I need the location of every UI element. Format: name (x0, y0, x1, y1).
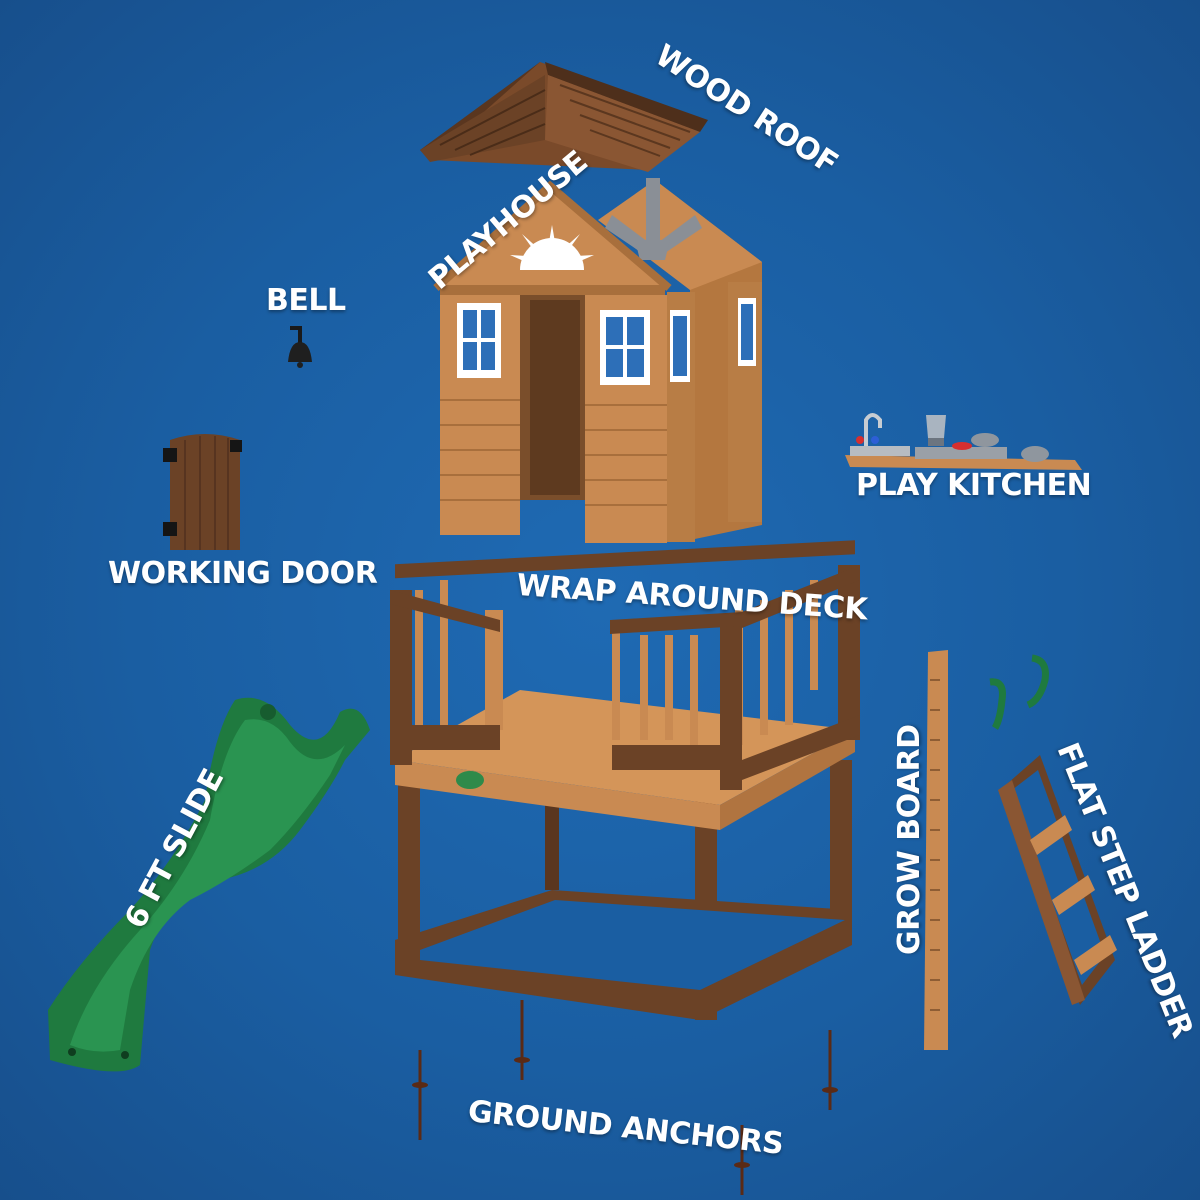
green-slide (48, 697, 370, 1072)
playhouse-window-right (600, 310, 650, 385)
roof-bracket (605, 178, 702, 260)
flat-step-ladder (998, 755, 1117, 1005)
grow-board (924, 650, 948, 1050)
sunburst-icon (510, 225, 594, 270)
playhouse-window-side (670, 298, 756, 382)
label-grow-board: GROW BOARD (892, 724, 927, 955)
play-kitchen (845, 413, 1082, 470)
label-bell: BELL (266, 283, 346, 318)
green-handles (989, 654, 1049, 730)
playhouse-window-left (457, 303, 501, 378)
ground-anchor-tips (412, 1057, 838, 1168)
playhouse (433, 178, 762, 543)
label-play-kitchen: PLAY KITCHEN (856, 468, 1092, 503)
bell-icon (288, 326, 312, 368)
working-door (163, 434, 242, 550)
wood-roof (420, 62, 708, 172)
ground-anchors (418, 1000, 832, 1195)
label-working-door: WORKING DOOR (108, 556, 378, 591)
wrap-around-deck (390, 540, 860, 1020)
